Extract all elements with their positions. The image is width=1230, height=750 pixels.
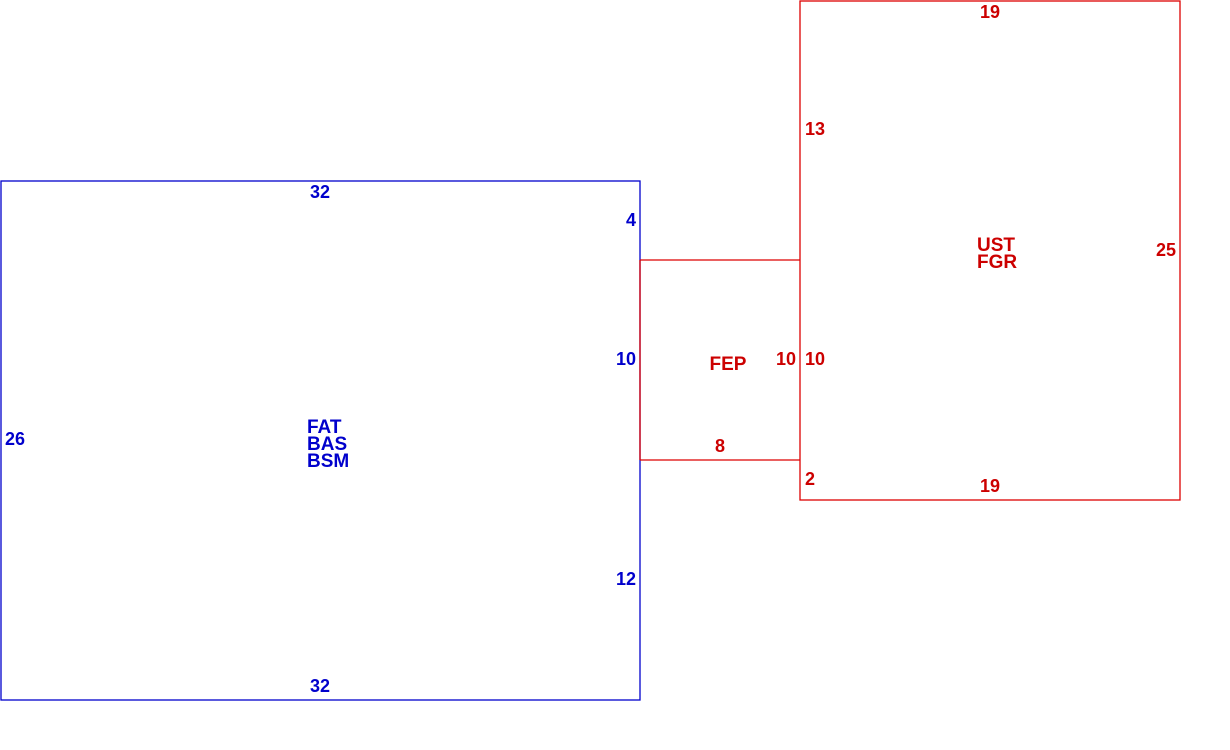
fep-label: FEP: [710, 354, 747, 375]
blue-dim-right-middle: 10: [616, 349, 636, 369]
red-dim-bottom: 19: [980, 476, 1000, 496]
red-structure-outline: [799, 0, 1181, 501]
red-label-2: FGR: [977, 252, 1017, 273]
blue-label-3: BSM: [307, 451, 349, 472]
red-dim-right: 25: [1156, 240, 1176, 260]
fep-dim-right: 10: [776, 349, 796, 369]
blue-dim-right-lower: 12: [616, 569, 636, 589]
blue-dim-left: 26: [5, 429, 25, 449]
blue-dim-right-upper: 4: [626, 210, 636, 230]
red-dim-left-lower: 2: [805, 469, 815, 489]
blue-label-2: BAS: [307, 434, 347, 455]
fep-section-outline: [639, 259, 800, 461]
blue-dim-top: 32: [310, 182, 330, 202]
red-dim-left-middle: 10: [805, 349, 825, 369]
red-label-1: UST: [977, 235, 1015, 256]
red-dim-left-upper: 13: [805, 119, 825, 139]
fep-dim-bottom: 8: [715, 436, 725, 456]
blue-label-1: FAT: [307, 417, 342, 438]
blue-dim-bottom: 32: [310, 676, 330, 696]
red-dim-top: 19: [980, 2, 1000, 22]
